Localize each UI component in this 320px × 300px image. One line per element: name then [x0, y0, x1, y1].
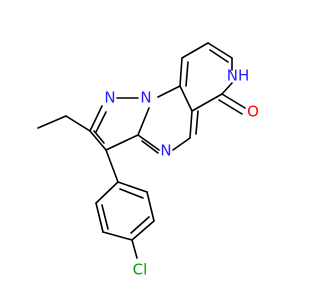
bond-ph-c5-c6	[146, 191, 155, 222]
bond-c3-c2	[89, 130, 107, 151]
bond-c8-c7-double	[209, 49, 229, 63]
bond-ph-c1-c2	[95, 181, 119, 204]
bond-n1-c3a	[137, 107, 150, 136]
bond-ph-c4-c5-double	[130, 216, 150, 234]
bond-c6-c5a	[191, 93, 223, 112]
atom-n-pyrazole: N	[104, 89, 115, 107]
bond-c5-c5a-double	[195, 110, 199, 135]
bond-ph-c2-c3-double	[101, 204, 109, 230]
bond-c3-c2-double	[93, 130, 105, 144]
bond-c6-o-double	[218, 99, 243, 115]
bond-c8-c7	[207, 42, 233, 59]
bond-c9a-c9	[179, 57, 183, 87]
bond-ph-cl	[131, 239, 138, 259]
bond-c3-phenyl	[105, 149, 119, 183]
bond-lines	[37, 42, 246, 259]
atom-n-pyrimidine: N	[160, 142, 171, 160]
bond-c9a-c9-double	[185, 61, 189, 87]
bond-n4-c5	[172, 137, 191, 151]
atom-nh-lactam: NH	[227, 67, 250, 85]
bond-ph-c4-c5	[131, 220, 155, 241]
bond-c5-c5a	[189, 110, 193, 139]
bond-c9-c8	[181, 42, 209, 59]
atom-cl: Cl	[133, 261, 148, 279]
bond-ethyl-ch2	[65, 115, 91, 132]
bond-c3a-n4-double	[141, 140, 159, 154]
bond-c5a-c9a	[179, 85, 193, 112]
atom-o-carbonyl: O	[247, 103, 259, 121]
bond-c2-n2	[89, 105, 103, 132]
bond-nh-c6	[221, 82, 233, 95]
atom-labels: N N N NH O Cl	[104, 67, 259, 279]
bond-ph-c3-c4	[102, 231, 133, 241]
bond-c3a-n4	[137, 134, 160, 151]
bond-ethyl-ch3	[37, 115, 67, 129]
bond-ph-c2-c3	[95, 202, 104, 233]
bond-ph-c6-c1-double	[119, 188, 144, 199]
atom-n-bridge: N	[140, 89, 151, 107]
bond-n1-c9a	[157, 85, 181, 98]
bond-c2-n2-double	[95, 111, 107, 133]
molecule-structure-diagram: N N N NH O Cl	[37, 42, 259, 279]
bond-c6-o	[221, 93, 246, 109]
bond-ph-c6-c1	[117, 181, 148, 193]
bond-c3a-c3	[105, 134, 139, 151]
